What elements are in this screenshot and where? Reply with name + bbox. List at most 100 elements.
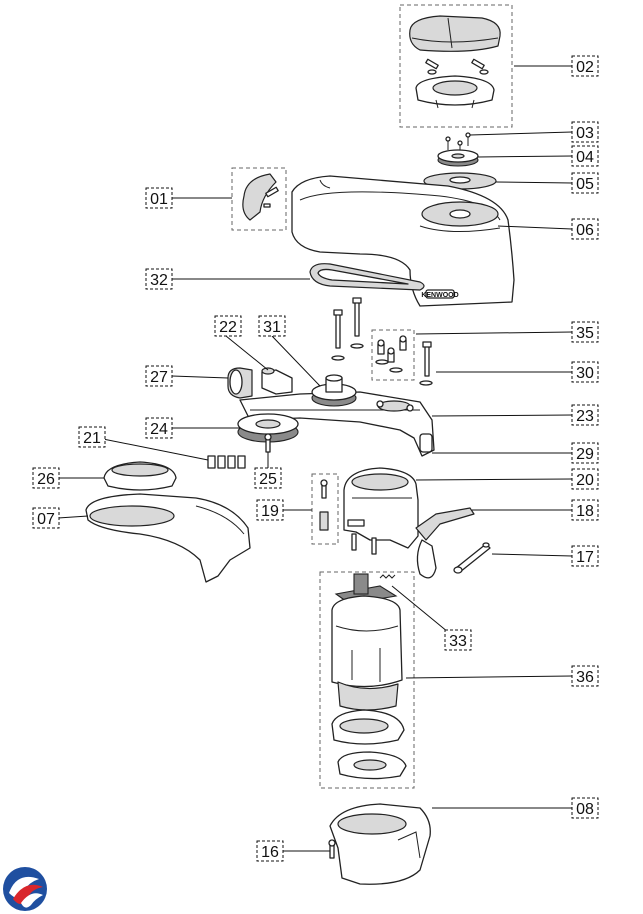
callout-box <box>78 426 106 448</box>
callout-number: 05 <box>576 176 594 193</box>
callout-27: 27 <box>145 365 173 387</box>
callout-box <box>571 121 599 143</box>
part-21-brushes <box>207 455 246 469</box>
callout-box <box>32 467 60 489</box>
part-18-lever <box>415 507 475 579</box>
callout-18: 18 <box>571 499 599 521</box>
callout-box <box>145 417 173 439</box>
callout-number: 16 <box>261 844 279 861</box>
part-20-motor-bracket <box>343 467 419 549</box>
callout-03: 03 <box>571 121 599 143</box>
part-36-motor-assembly <box>319 571 415 789</box>
callout-26: 26 <box>32 467 60 489</box>
callout-box <box>571 361 599 383</box>
callout-number: 32 <box>150 272 168 289</box>
callout-32: 32 <box>145 268 173 290</box>
part-24-drive-cup <box>237 413 299 443</box>
part-26-ring <box>103 461 177 491</box>
callout-35: 35 <box>571 321 599 343</box>
part-35-screw-set <box>371 329 415 381</box>
callout-number: 03 <box>576 125 594 142</box>
callout-box <box>145 187 173 209</box>
part-08-base <box>329 803 431 885</box>
callout-box <box>214 315 242 337</box>
callout-36: 36 <box>571 665 599 687</box>
callout-box <box>571 55 599 77</box>
callout-box <box>571 665 599 687</box>
callout-30: 30 <box>571 361 599 383</box>
callout-number: 24 <box>150 421 168 438</box>
callout-number: 33 <box>449 633 467 650</box>
callout-number: 23 <box>576 408 594 425</box>
callout-number: 18 <box>576 503 594 520</box>
callout-number: 08 <box>576 801 594 818</box>
callout-box <box>571 545 599 567</box>
part-19-small-parts <box>311 473 339 545</box>
callout-number: 17 <box>576 549 594 566</box>
part-23-chassis <box>239 391 435 457</box>
part-25-bolt <box>264 433 272 453</box>
callout-16: 16 <box>256 840 284 862</box>
part-32-belt <box>309 263 425 291</box>
callout-number: 35 <box>576 325 594 342</box>
callout-29: 29 <box>571 442 599 464</box>
part-04-coupling <box>437 149 479 167</box>
callout-05: 05 <box>571 172 599 194</box>
callout-number: 02 <box>576 59 594 76</box>
callout-02: 02 <box>571 55 599 77</box>
callout-04: 04 <box>571 145 599 167</box>
part-33-spring <box>379 574 396 579</box>
callout-19: 19 <box>256 499 284 521</box>
callout-box <box>254 467 282 489</box>
callout-number: 20 <box>576 472 594 489</box>
callout-number: 36 <box>576 669 594 686</box>
callout-22: 22 <box>214 315 242 337</box>
part-01-clip-parts <box>231 167 287 231</box>
callout-21: 21 <box>78 426 106 448</box>
callout-box <box>571 321 599 343</box>
callout-number: 04 <box>576 149 594 166</box>
part-22-shaft <box>261 367 293 395</box>
part-17-pin <box>453 542 491 574</box>
callout-number: 21 <box>83 430 101 447</box>
callout-25: 25 <box>254 467 282 489</box>
callout-number: 30 <box>576 365 594 382</box>
callout-number: 01 <box>150 191 168 208</box>
callout-box <box>444 629 472 651</box>
bracket-screws <box>351 533 377 555</box>
callout-box <box>571 172 599 194</box>
part-02-top-cover-assembly <box>399 4 513 128</box>
callout-box <box>258 315 286 337</box>
callout-box <box>571 218 599 240</box>
callout-24: 24 <box>145 417 173 439</box>
callout-number: 19 <box>261 503 279 520</box>
callout-06: 06 <box>571 218 599 240</box>
brand-swirl-icon <box>3 867 47 911</box>
part-07-front-cover <box>85 493 251 583</box>
callout-number: 25 <box>259 471 277 488</box>
upper-bolts <box>331 297 364 361</box>
callout-number: 06 <box>576 222 594 239</box>
callout-31: 31 <box>258 315 286 337</box>
callout-box <box>256 499 284 521</box>
callout-number: 26 <box>37 471 55 488</box>
callout-box <box>571 404 599 426</box>
callout-number: 27 <box>150 369 168 386</box>
callout-box <box>256 840 284 862</box>
callout-labels: 0102030405060708161718192021222324252627… <box>32 55 599 862</box>
callout-20: 20 <box>571 468 599 490</box>
callout-23: 23 <box>571 404 599 426</box>
callout-box <box>145 268 173 290</box>
callout-box <box>571 442 599 464</box>
callout-number: 29 <box>576 446 594 463</box>
callout-33: 33 <box>444 629 472 651</box>
part-03-screws <box>445 132 471 154</box>
brand-label: KENWOOD <box>421 292 458 299</box>
callout-number: 22 <box>219 319 237 336</box>
callout-box <box>571 145 599 167</box>
callout-box <box>571 499 599 521</box>
callout-17: 17 <box>571 545 599 567</box>
leader-lines <box>57 65 573 852</box>
part-30-long-bolt <box>419 341 433 386</box>
